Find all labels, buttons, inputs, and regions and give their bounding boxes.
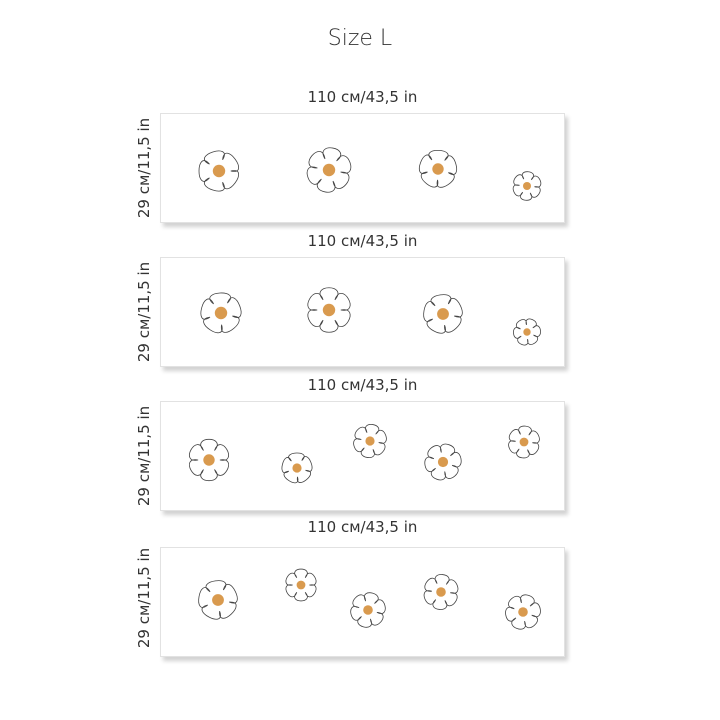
daisy-icon	[198, 150, 239, 192]
daisy-icon	[512, 171, 542, 201]
panel-4-height-label: 29 см/11,5 in	[135, 547, 153, 649]
daisy-icon	[423, 294, 463, 334]
decal-panel-1	[160, 113, 565, 223]
daisy-icon	[285, 568, 317, 602]
daisy-center	[212, 164, 226, 178]
daisy-center	[523, 328, 531, 336]
daisy-center	[363, 605, 373, 615]
panel-2-height-label: 29 см/11,5 in	[135, 261, 153, 363]
daisy-icon	[423, 574, 459, 610]
daisy-center	[322, 163, 336, 177]
daisy-center	[436, 587, 446, 597]
daisy-center	[203, 454, 215, 466]
panel-3-flowers	[189, 424, 540, 484]
decal-panel-3	[160, 401, 565, 511]
daisy-center	[519, 437, 529, 447]
daisy-center	[437, 456, 449, 468]
daisy-icon	[513, 318, 541, 346]
daisy-icon	[189, 439, 229, 481]
daisy-center	[296, 580, 306, 590]
daisy-icon	[424, 443, 462, 481]
panel-3-height-label: 29 см/11,5 in	[135, 405, 153, 507]
daisy-center	[292, 463, 302, 473]
decal-panel-2	[160, 257, 565, 367]
daisy-icon	[200, 292, 242, 334]
daisy-center	[432, 163, 444, 175]
daisy-icon	[281, 452, 313, 484]
daisy-center	[322, 303, 336, 317]
daisy-icon	[505, 594, 541, 630]
panel-4-width-label: 110 см/43,5 in	[307, 518, 418, 536]
panel-2-flowers	[200, 287, 541, 346]
panel-1-height-label: 29 см/11,5 in	[135, 117, 153, 219]
panel-3-width-label: 110 см/43,5 in	[307, 376, 418, 394]
daisy-icon	[350, 592, 386, 628]
daisy-icon	[353, 424, 387, 458]
daisy-center	[437, 308, 449, 320]
daisy-icon	[508, 425, 540, 459]
daisy-icon	[307, 287, 351, 333]
panel-1-flowers	[198, 147, 542, 201]
panel-2-width-label: 110 см/43,5 in	[307, 232, 418, 250]
decal-panel-4	[160, 547, 565, 657]
panel-4-flowers	[198, 568, 541, 630]
panel-1-width-label: 110 см/43,5 in	[307, 88, 418, 106]
daisy-center	[518, 607, 528, 617]
daisy-center	[365, 436, 375, 446]
daisy-center	[214, 306, 228, 320]
daisy-center	[523, 182, 531, 190]
daisy-icon	[419, 150, 457, 188]
daisy-center	[212, 594, 224, 606]
daisy-icon	[306, 147, 352, 193]
size-title: Size L	[327, 26, 393, 51]
daisy-icon	[198, 580, 238, 620]
